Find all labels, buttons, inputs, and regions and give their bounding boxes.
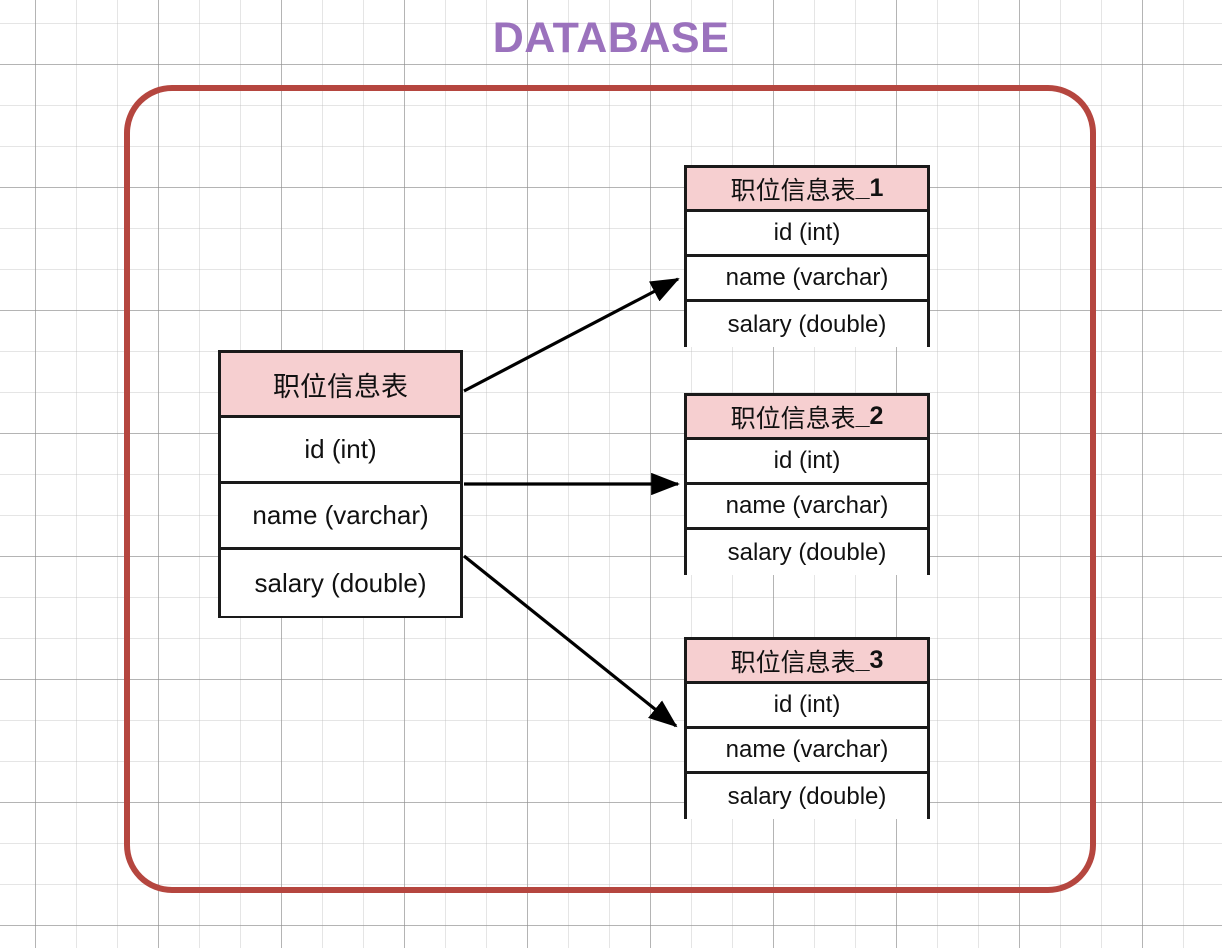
table-main-row-name: name (varchar) [221, 484, 460, 550]
table-shard-2-row-salary: salary (double) [687, 530, 927, 575]
table-shard-1-suffix: _1 [855, 174, 884, 202]
page-title: DATABASE [492, 14, 730, 62]
table-shard-3[interactable]: 职位信息表_3 id (int) name (varchar) salary (… [684, 637, 930, 819]
table-shard-1-name: 职位信息表 [730, 175, 856, 205]
table-shard-3-name: 职位信息表 [730, 647, 856, 677]
database-boundary [124, 85, 1096, 893]
table-shard-1[interactable]: 职位信息表_1 id (int) name (varchar) salary (… [684, 165, 930, 347]
table-main[interactable]: 职位信息表 id (int) name (varchar) salary (do… [218, 350, 463, 618]
table-shard-2-name: 职位信息表 [730, 403, 856, 433]
table-shard-1-row-salary: salary (double) [687, 302, 927, 347]
table-shard-3-row-name: name (varchar) [687, 729, 927, 774]
table-main-header: 职位信息表 [221, 353, 460, 418]
table-shard-2-row-id: id (int) [687, 440, 927, 485]
table-main-name: 职位信息表 [273, 371, 408, 403]
table-shard-2-row-name: name (varchar) [687, 485, 927, 530]
table-main-row-id: id (int) [221, 418, 460, 484]
table-shard-3-row-salary: salary (double) [687, 774, 927, 819]
table-shard-2[interactable]: 职位信息表_2 id (int) name (varchar) salary (… [684, 393, 930, 575]
table-shard-3-header: 职位信息表_3 [687, 640, 927, 684]
table-shard-3-suffix: _3 [855, 646, 884, 674]
table-shard-2-suffix: _2 [855, 402, 884, 430]
table-shard-1-row-id: id (int) [687, 212, 927, 257]
table-shard-2-header: 职位信息表_2 [687, 396, 927, 440]
table-shard-1-row-name: name (varchar) [687, 257, 927, 302]
table-shard-1-header: 职位信息表_1 [687, 168, 927, 212]
table-main-row-salary: salary (double) [221, 550, 460, 616]
table-shard-3-row-id: id (int) [687, 684, 927, 729]
